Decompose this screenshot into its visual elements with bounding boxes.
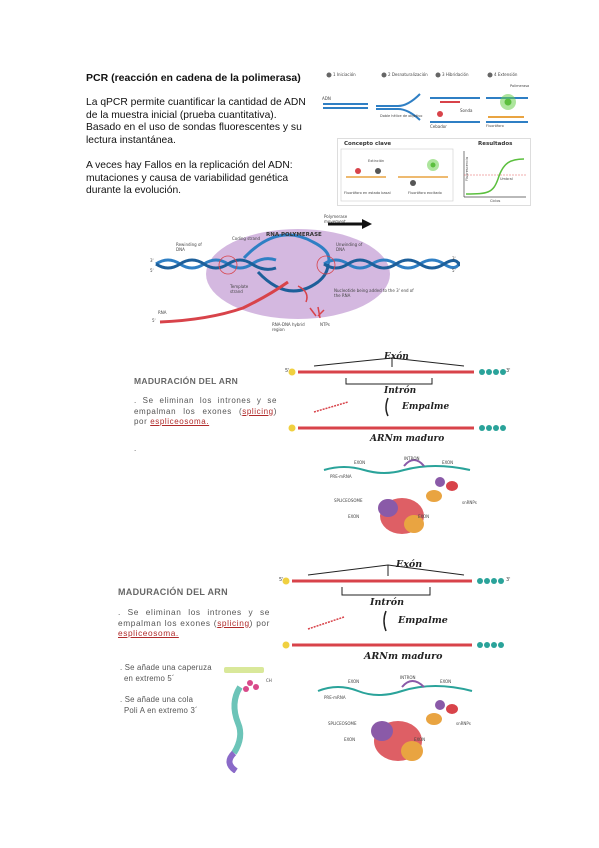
intron-tag-2: INTRON [400,675,416,680]
target-label: Doble hélice de objetivo [380,114,423,118]
end-3-left: 3' [150,258,154,263]
probe-label: Sonda [460,108,473,113]
maduracion-1-text: . Se eliminan los intrones y se empalman… [134,396,277,426]
three-prime-2: 3' [506,577,511,583]
spliceosome-1: SPLICEOSOME [334,498,363,503]
pre-mrna-1: PRE-mRNA [330,474,352,479]
exon-tag-1c: EXON [348,514,360,519]
five-prime-2: 5' [279,577,284,583]
maduracion-2-text: . Se eliminan los intrones y se empalman… [118,607,270,638]
five-prime-1: 5' [285,368,290,374]
qpcr-paragraph: La qPCR permite cuantificar la cantidad … [86,97,306,146]
exon-tag-2c: EXON [344,737,356,742]
cycles-label: Ciclos [490,199,501,203]
results-title: Resultados [478,141,513,147]
extinction-label: Extinción [368,159,385,163]
mutation-paragraph: A veces hay Fallos en la replicación del… [86,160,293,197]
snrnp-2: snRNPs [456,721,471,726]
pre-mrna-2: PRE-mRNA [324,695,346,700]
nucleotide-label: Nucleotide being added to the 3' end of … [334,288,414,298]
fluorescence-label: Fluorescencia [465,156,470,182]
fluorophore-label: Fluoróforo [486,124,504,128]
empalme-label-2: Empalme [398,615,448,626]
intron-tag-1: INTRON [404,456,420,461]
basal-label: Fluoróforo en estado basal [344,191,391,195]
maduracion-1-diagram [288,357,506,534]
rewinding-label: Rewinding of DNA [176,242,202,252]
maduracion-1-title: MADURACIÓN DEL ARN [134,376,239,386]
threshold-label: Umbral [500,177,513,181]
end-5-rna: 5' [152,318,156,323]
maduracion-2-title: MADURACIÓN DEL ARN [118,587,228,597]
end-5-left: 5' [150,268,154,273]
exon-tag-1d: EXON [418,514,430,519]
pcr-steps-diagram [323,72,528,123]
exon-tag-1b: EXON [442,460,454,465]
end-3-right: 3' [452,256,456,261]
arnm-label-2: ARNm maduro [364,651,443,662]
tail-text: . Se añade una cola Poli A en extremo 3´ [120,695,198,715]
ntps-label: NTPs [320,322,330,327]
page-title: PCR (reacción en cadena de la polimerasa… [86,72,301,84]
arnm-label-1: ARNm maduro [370,434,445,444]
unwinding-label: Unwinding of DNA [336,242,363,252]
intron-label-2: Intrón [370,597,404,608]
empalme-label-1: Empalme [402,402,450,412]
pcr-steps-figure: 1 Iniciación 2 Desnaturalización 3 Hibri… [320,70,530,132]
template-strand-label: Template strand [230,284,249,294]
rna-polymerase-label: RNA POLYMERASE [266,232,322,238]
qpcr-concept-diagram [340,148,526,202]
intron-label-1: Intrón [384,386,417,396]
exon-tag-2a: EXON [348,679,360,684]
transcription-figure: RNA POLYMERASE Polymerase movement Codin… [148,212,462,340]
snrnp-1: snRNPs [462,500,477,505]
hybrid-label: RNA-DNA hybrid region [272,322,305,332]
concept-title: Concepto clave [344,141,392,147]
spliceosome-2: SPLICEOSOME [328,721,357,726]
exon-tag-1a: EXON [354,460,366,465]
ch3-label: CH [266,678,272,683]
primer-label: Cebador [430,124,447,129]
coding-strand-label: Coding strand [232,236,261,241]
maduracion-panel-2: MADURACIÓN DEL ARN . Se eliminan los int… [108,559,518,777]
step-3-label: 3 Hibridación [442,72,469,77]
step-1-label: 1 Iniciación [333,72,356,77]
exon-tag-2d: EXON [414,737,426,742]
end-5-right: 5' [452,268,456,273]
maduracion-1-dot: . [134,444,137,453]
three-prime-1: 3' [506,368,511,374]
step-2-label: 2 Desnaturalización [388,72,428,77]
step-4-label: 4 Extensión [494,72,518,77]
rna-label: RNA [158,310,167,315]
exon-label-2: Exón [396,559,423,570]
movement-label: Polymerase movement [324,214,348,224]
maduracion-2-diagram [282,564,504,761]
excited-label: Fluoróforo excitado [408,191,442,195]
exon-tag-2b: EXON [440,679,452,684]
qpcr-concept-figure: Concepto clave Resultados Fluoróforo en … [337,138,531,206]
polymerase-label: Polimerasa [510,84,530,88]
cap-tail-diagram [224,667,264,773]
exon-label-1: Exón [384,352,409,362]
transcription-diagram [155,219,462,324]
maduracion-panel-1: MADURACIÓN DEL ARN . Se eliminan los int… [124,346,517,544]
cap-text: . Se añade una caperuza en extremo 5´ [120,663,212,683]
dna-label: ADN [322,96,331,101]
